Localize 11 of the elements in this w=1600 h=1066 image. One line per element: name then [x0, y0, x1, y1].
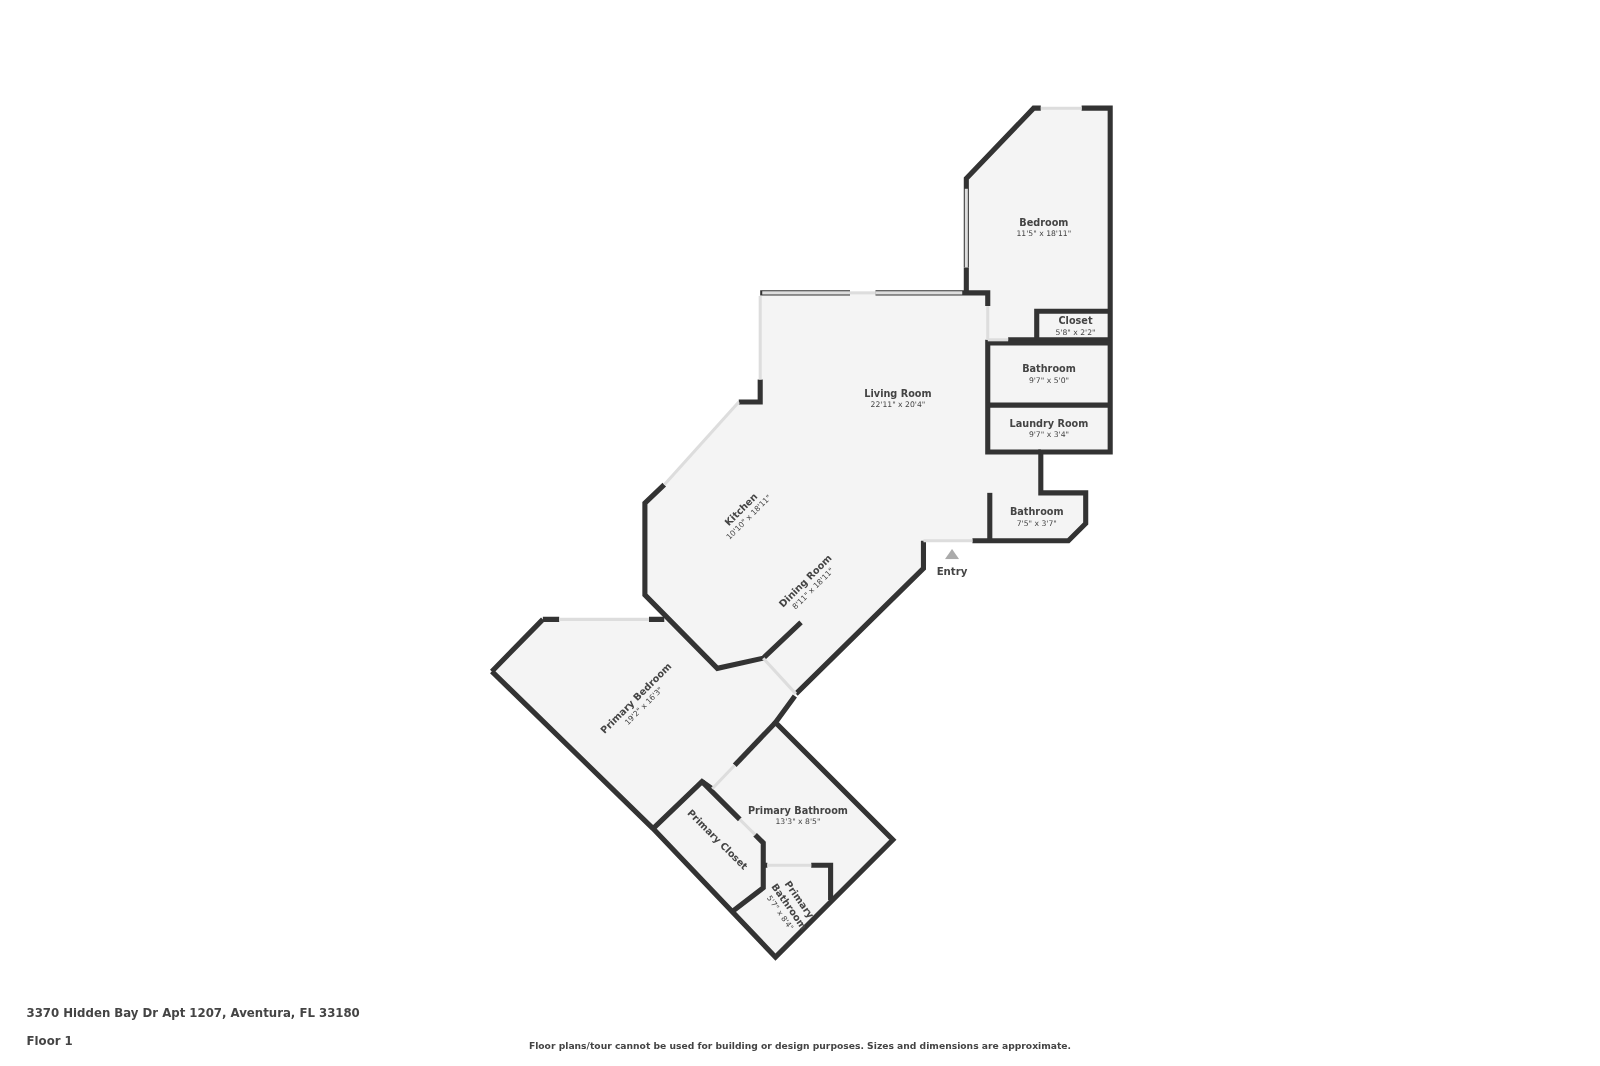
room-name: Closet — [1057, 315, 1094, 328]
room-name: Living Room — [864, 387, 932, 400]
room-name: Bathroom — [1009, 506, 1064, 519]
room-name: Bathroom — [1022, 363, 1076, 376]
disclaimer-note: Floor plans/tour cannot be used for building or design purposes. Sizes and dimensions are approximate. — [528, 1040, 1072, 1051]
entry-label: Entry — [936, 565, 968, 578]
address-text: 3370 Hidden Bay Dr Apt 1207, Aventura, FL 33180 — [26, 1006, 360, 1021]
room-name: Laundry Room — [1009, 417, 1089, 430]
floor-label: Floor 1 — [26, 1033, 73, 1048]
room-name: Primary Bathroom — [747, 805, 848, 818]
room-name: Bedroom — [1018, 216, 1070, 229]
